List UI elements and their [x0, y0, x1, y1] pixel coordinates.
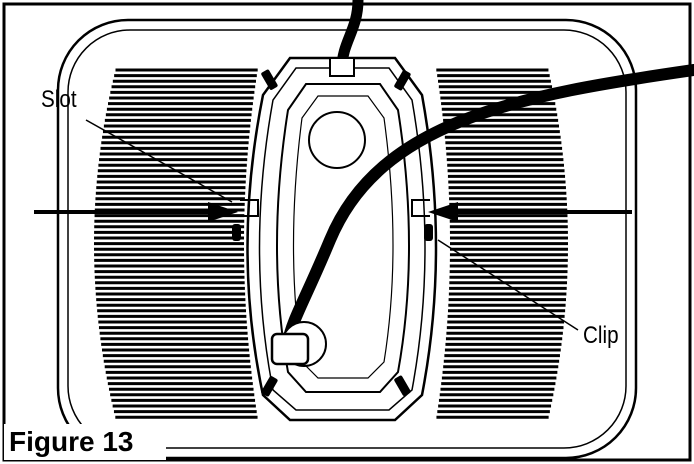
caption-backing — [4, 424, 166, 460]
indicator-circle — [308, 111, 366, 169]
corner-tabs — [261, 69, 411, 397]
clip-right — [424, 224, 433, 241]
tab-bottom-right — [394, 375, 411, 396]
slot-label: Slot — [41, 86, 77, 113]
left-grille — [94, 68, 258, 419]
figure-caption: Figure 13 — [9, 426, 134, 457]
connector-plug — [270, 332, 310, 366]
clip-leader-line — [437, 239, 579, 331]
tab-top-right — [394, 70, 411, 91]
lens-outer — [276, 83, 410, 393]
tab-top-left — [261, 69, 278, 90]
housing-rim — [258, 67, 426, 411]
clip-left — [232, 224, 241, 241]
cover-outer-outline — [56, 18, 638, 460]
slot-leader-line — [85, 119, 233, 203]
lens-inner — [292, 95, 394, 379]
left-arrow-head — [208, 202, 238, 222]
cable — [282, 64, 694, 348]
tab-bottom-left — [261, 376, 278, 397]
clip-label: Clip — [583, 322, 619, 349]
slot-left — [240, 199, 259, 217]
slot-right — [411, 199, 430, 217]
top-wire-grommet — [329, 57, 355, 77]
right-arrow-head — [428, 202, 458, 222]
